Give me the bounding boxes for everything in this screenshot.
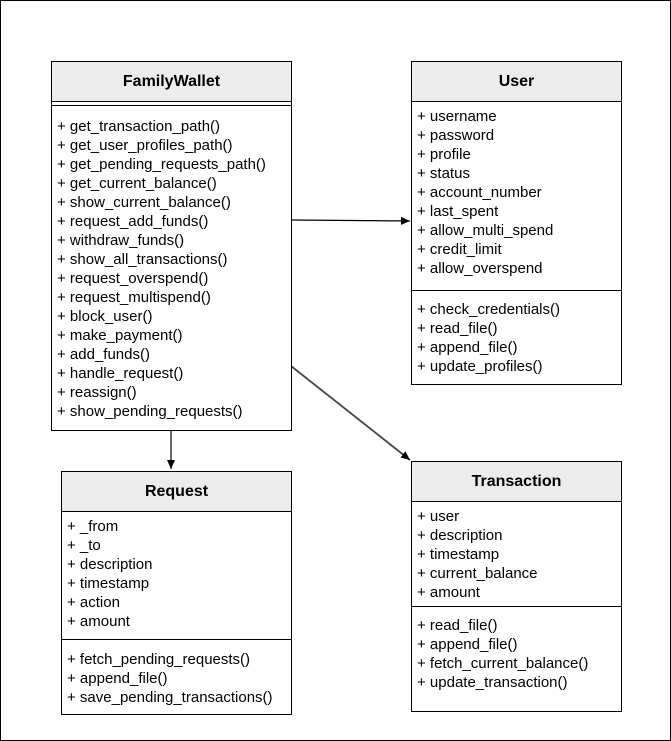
class-request-methods-method: + fetch_pending_requests() xyxy=(67,651,251,668)
class-request-methods: + fetch_pending_requests() + append_file(… xyxy=(62,640,291,707)
class-user-methods: + check_credentials() + read_file() + appe… xyxy=(412,291,621,376)
class-familywallet-methods: + get_transaction_path() + get_user_profi… xyxy=(52,106,291,421)
arrow-familywallet-to-user xyxy=(290,216,411,225)
class-request-attributes-attribute: + description xyxy=(67,556,153,573)
class-familywallet-methods-method: + request_add_funds() xyxy=(57,213,209,230)
class-user-name: User xyxy=(412,62,621,102)
class-transaction-methods: + read_file() + append_file() + fetch_curr… xyxy=(412,607,621,692)
class-request-attributes-attribute: + _to xyxy=(67,537,101,554)
class-familywallet-name: FamilyWallet xyxy=(52,62,291,102)
class-user-attributes-attribute: + password xyxy=(417,127,495,144)
class-familywallet-methods-method: + request_multispend() xyxy=(57,289,211,306)
class-familywallet-methods-method: + get_pending_requests_path() xyxy=(57,156,266,173)
class-familywallet-methods-method: + get_current_balance() xyxy=(57,175,217,192)
class-transaction-methods-method: + read_file() xyxy=(417,617,498,634)
class-transaction-methods-method: + append_file() xyxy=(417,636,518,653)
class-user[interactable]: User + username + password + profile + stat… xyxy=(411,61,622,385)
class-familywallet-methods-method: + make_payment() xyxy=(57,327,183,344)
class-user-methods-method: + read_file() xyxy=(417,320,498,337)
class-familywallet-methods-method: + show_pending_requests() xyxy=(57,403,243,420)
class-transaction-attributes-attribute: + timestamp xyxy=(417,546,500,563)
class-transaction[interactable]: Transaction + user + description + timesta… xyxy=(411,461,622,712)
class-familywallet-methods-method: + request_overspend() xyxy=(57,270,209,287)
class-user-attributes-attribute: + allow_multi_spend xyxy=(417,222,554,239)
class-request-attributes-attribute: + timestamp xyxy=(67,575,150,592)
class-user-methods-method: + check_credentials() xyxy=(417,301,560,318)
class-familywallet-methods-method: + show_current_balance() xyxy=(57,194,231,211)
class-user-attributes-attribute: + allow_overspend xyxy=(417,260,543,277)
class-transaction-methods-method: + fetch_current_balance() xyxy=(417,655,589,672)
class-user-methods-method: + append_file() xyxy=(417,339,518,356)
class-request-attributes-attribute: + amount xyxy=(67,613,130,630)
class-request-attributes: + _from + _to + description + timestamp + ac… xyxy=(62,512,291,640)
class-request-name: Request xyxy=(62,472,291,512)
class-user-methods-method: + update_profiles() xyxy=(417,358,543,375)
arrow-familywallet-to-transaction xyxy=(290,365,411,461)
class-user-attributes-attribute: + credit_limit xyxy=(417,241,502,258)
class-familywallet-methods-method: + withdraw_funds() xyxy=(57,232,185,249)
class-request-methods-method: + save_pending_transactions() xyxy=(67,689,273,706)
class-transaction-attributes-attribute: + amount xyxy=(417,584,480,601)
class-request[interactable]: Request + _from + _to + description + times… xyxy=(61,471,292,715)
class-transaction-name: Transaction xyxy=(412,462,621,502)
class-user-attributes-attribute: + username xyxy=(417,108,497,125)
class-familywallet-methods-method: + get_transaction_path() xyxy=(57,118,221,135)
class-transaction-methods-method: + update_transaction() xyxy=(417,674,568,691)
class-request-attributes-attribute: + _from xyxy=(67,518,119,535)
class-request-attributes-attribute: + action xyxy=(67,594,120,611)
class-user-attributes-attribute: + account_number xyxy=(417,184,542,201)
class-familywallet-methods-method: + reassign() xyxy=(57,384,137,401)
class-transaction-attributes: + user + description + timestamp + current_… xyxy=(412,502,621,607)
class-transaction-attributes-attribute: + description xyxy=(417,527,503,544)
class-user-attributes-attribute: + last_spent xyxy=(417,203,499,220)
class-request-methods-method: + append_file() xyxy=(67,670,168,687)
class-familywallet-methods-method: + block_user() xyxy=(57,308,153,325)
class-transaction-attributes-attribute: + current_balance xyxy=(417,565,538,582)
class-user-attributes: + username + password + profile + status + a… xyxy=(412,102,621,291)
class-familywallet-methods-method: + handle_request() xyxy=(57,365,184,382)
class-familywallet[interactable]: FamilyWallet + get_transaction_path()+ g… xyxy=(51,61,292,431)
class-user-attributes-attribute: + status xyxy=(417,165,470,182)
class-familywallet-methods-method: + show_all_transactions() xyxy=(57,251,228,268)
class-transaction-attributes-attribute: + user xyxy=(417,508,460,525)
class-user-attributes-attribute: + profile xyxy=(417,146,471,163)
class-familywallet-methods-method: + add_funds() xyxy=(57,346,150,363)
class-familywallet-methods-method: + get_user_profiles_path() xyxy=(57,137,233,154)
class-familywallet-attributes xyxy=(52,102,291,106)
